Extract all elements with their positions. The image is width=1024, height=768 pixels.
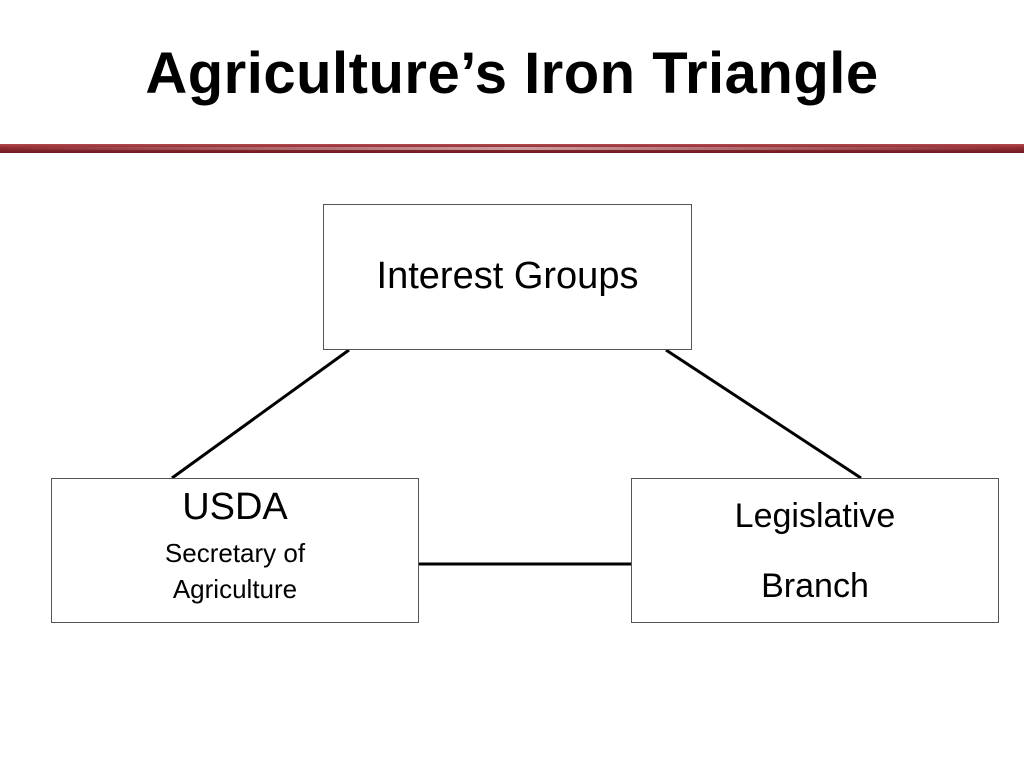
title-divider-highlight: [0, 147, 1024, 150]
node-usda-sublabel-line1: Secretary of: [164, 538, 306, 568]
node-legislative-label-line1: Legislative: [734, 496, 896, 535]
node-interest-groups: Interest Groups: [323, 204, 692, 350]
node-interest-groups-label: Interest Groups: [376, 254, 639, 297]
slide-title: Agriculture’s Iron Triangle: [145, 41, 879, 106]
connector-interest-groups-to-usda: [171, 348, 350, 480]
node-usda-label: USDA: [182, 486, 288, 528]
node-legislative-label-line2: Branch: [761, 566, 869, 605]
node-legislative-branch: Legislative Branch: [631, 478, 999, 623]
node-usda: USDA Secretary of Agriculture: [51, 478, 419, 623]
connector-interest-groups-to-legislative: [665, 348, 862, 480]
node-usda-sublabel: Secretary of Agriculture: [165, 535, 305, 607]
node-usda-sublabel-line2: Agriculture: [172, 574, 298, 604]
